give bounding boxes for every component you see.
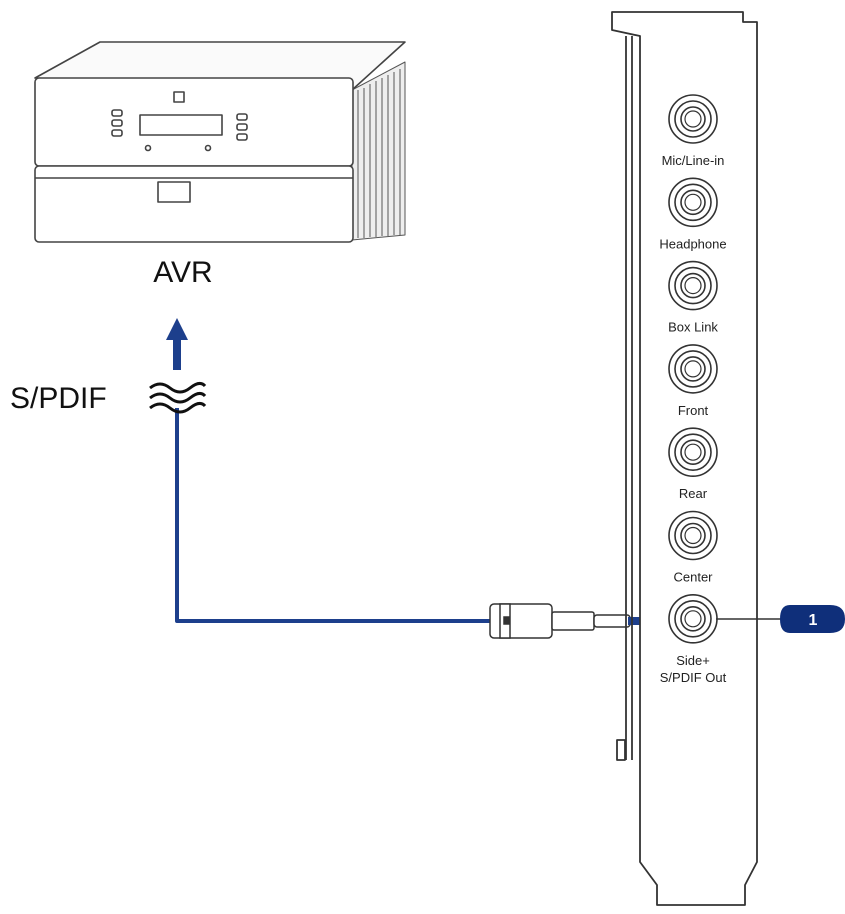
jack-ring	[684, 443, 702, 461]
jack-label: Side+	[676, 653, 710, 668]
jack-label: Center	[673, 570, 713, 585]
wave-break-icon	[149, 381, 207, 414]
avr-heatsink	[351, 61, 406, 241]
jack-ring	[684, 193, 702, 211]
jack-label: Rear	[679, 486, 708, 501]
spdif-cable	[149, 318, 490, 623]
jack-label: Box Link	[668, 320, 718, 335]
audio-jack: Rear	[668, 427, 718, 501]
spdif-label: S/PDIF	[10, 382, 107, 415]
audio-jack: Box Link	[668, 260, 718, 335]
jack-ring	[684, 360, 702, 378]
jack-label: S/PDIF Out	[660, 670, 727, 685]
jack-ring	[684, 526, 702, 545]
avr-device	[34, 41, 406, 243]
jack-ring	[684, 110, 702, 128]
jack-ring	[684, 277, 702, 295]
jack-label: Headphone	[659, 236, 726, 251]
audio-jack: Headphone	[659, 177, 727, 251]
audio-jack: Center	[668, 510, 718, 585]
arrow-up-icon	[166, 318, 188, 340]
audio-jack: Side+ S/PDIF Out	[660, 593, 727, 685]
audio-jack: Front	[668, 344, 718, 418]
callout: 1	[716, 605, 845, 633]
callout-number: 1	[809, 612, 818, 629]
avr-label: AVR	[153, 256, 212, 289]
jack-label: Front	[678, 403, 709, 418]
jack-label: Mic/Line-in	[662, 153, 725, 168]
audio-jack: Mic/Line-in	[662, 94, 725, 168]
jack-ring	[684, 610, 702, 628]
